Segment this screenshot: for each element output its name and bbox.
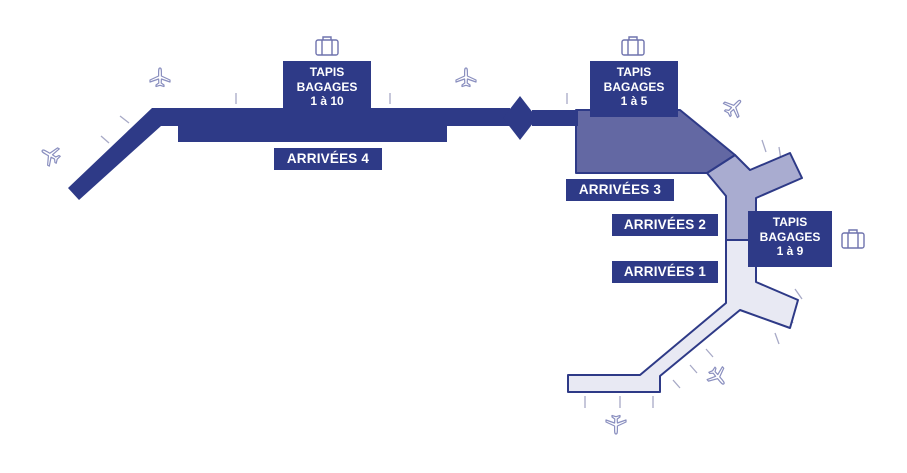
terminal-1-area [567,239,799,393]
airplane-icon [605,414,627,435]
arrivals-2-label: ARRIVÉES 2 [612,214,718,236]
airplane-icon [703,362,733,391]
suitcase-icon [315,36,339,56]
gate-markers [100,93,803,408]
baggage-label-1-9: TAPIS BAGAGES 1 à 9 [748,211,832,267]
suitcase-icon [841,229,865,249]
arrivals-4-label: ARRIVÉES 4 [274,148,382,170]
connector-diamond [503,96,537,140]
airplane-icon [149,67,171,88]
airplane-icon [36,141,64,170]
arrivals-3-label: ARRIVÉES 3 [566,179,674,201]
suitcase-icon [621,36,645,56]
airplane-icon [455,67,477,88]
arrivals-1-label: ARRIVÉES 1 [612,261,718,283]
terminal-3-area [575,109,736,174]
baggage-label-1-5: TAPIS BAGAGES 1 à 5 [590,61,678,117]
airplane-icon [719,92,749,122]
terminal-4-area [68,96,578,200]
terminal-2-area [706,152,803,241]
baggage-label-1-10: TAPIS BAGAGES 1 à 10 [283,61,371,117]
